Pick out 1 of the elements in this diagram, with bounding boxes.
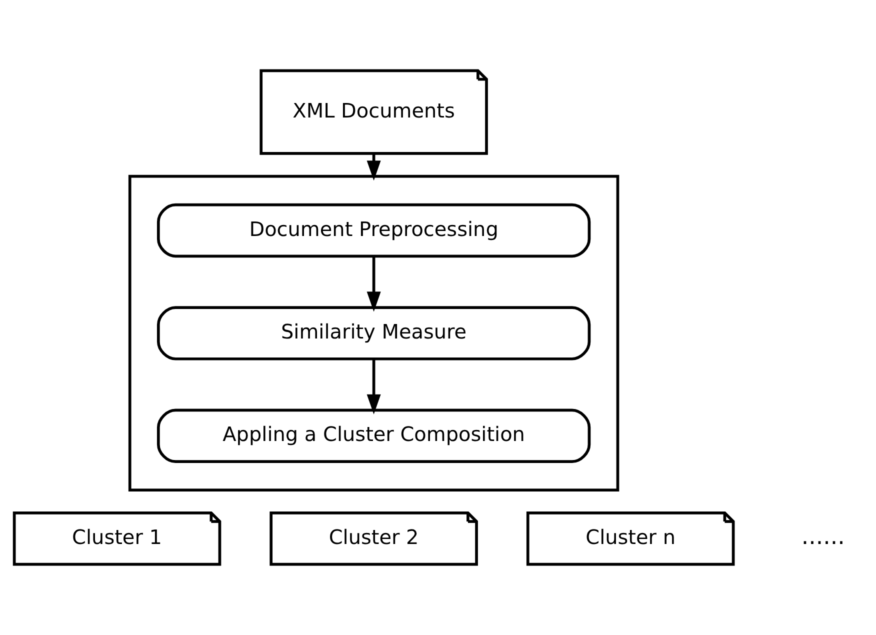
label: ...... <box>801 524 845 550</box>
